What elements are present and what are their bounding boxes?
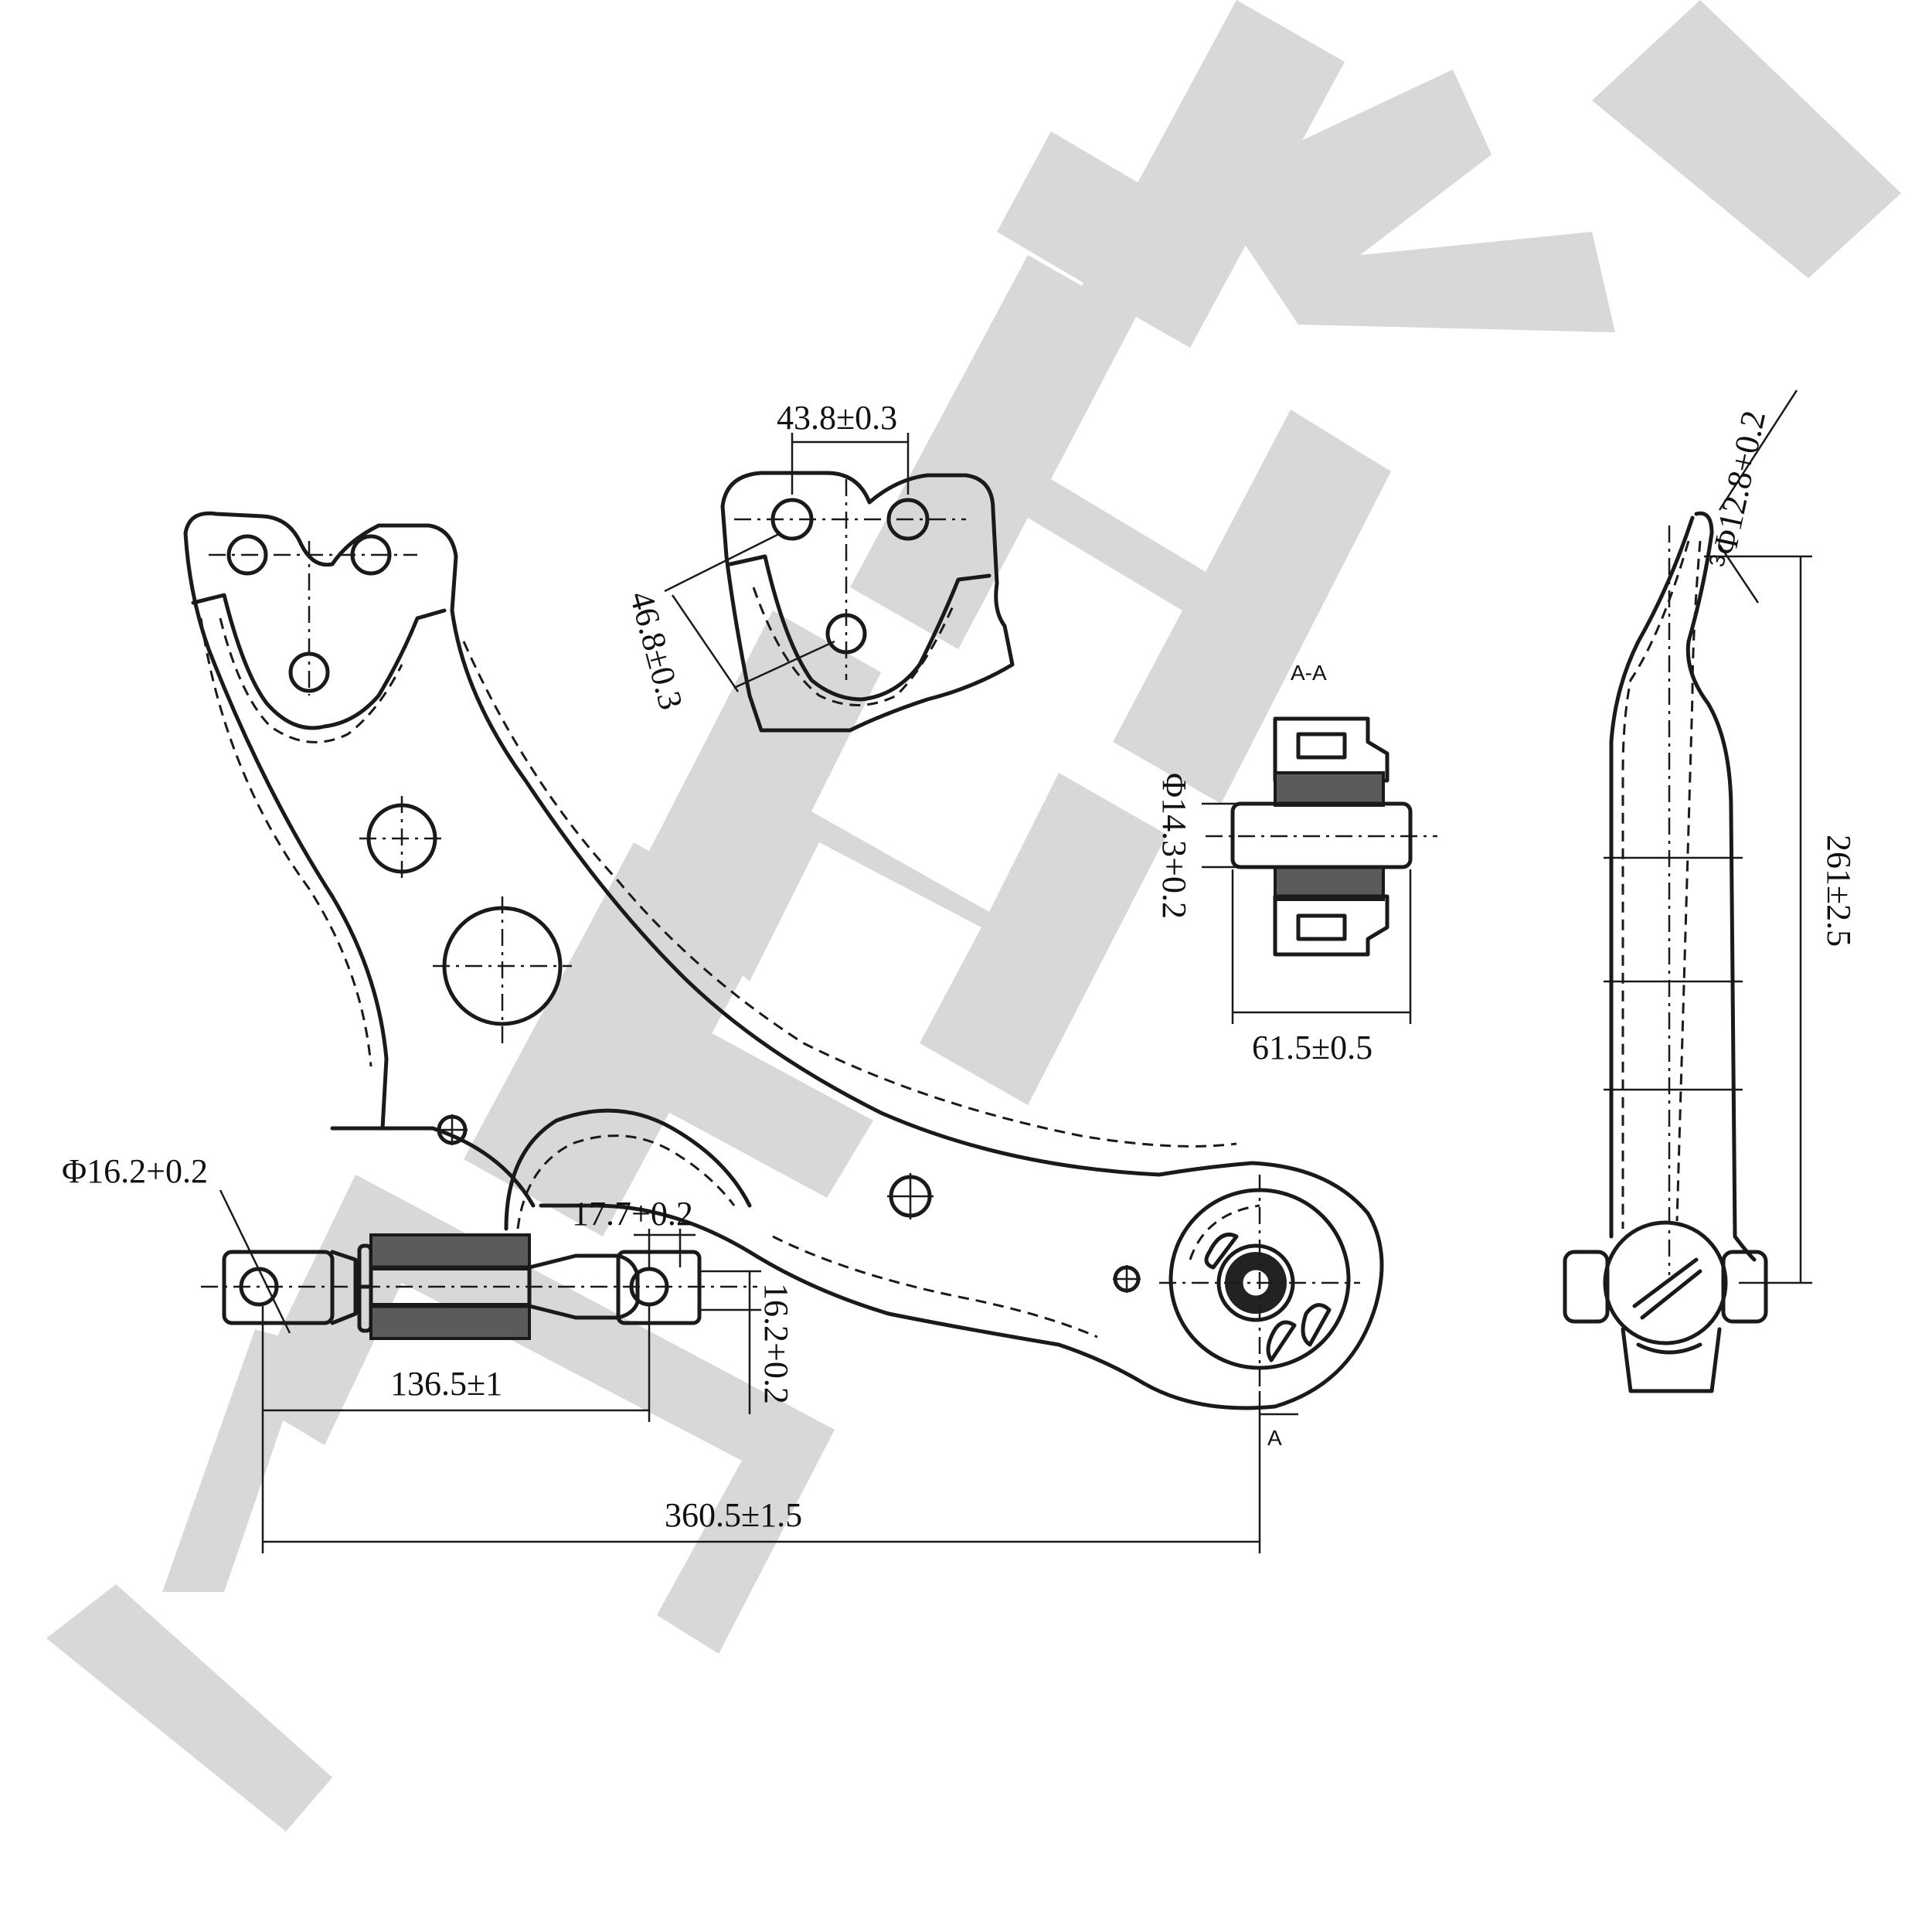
control-arm-main-view: A (183, 511, 1384, 1450)
side-view: 261±2.5 Φ12.8+0.2 3 (1563, 389, 1858, 1393)
dim-pivot-spacing: 136.5±1 (390, 1365, 502, 1403)
section-title: A-A (1291, 661, 1327, 685)
dim-ball-stud-dia: Φ12.8+0.2 (1706, 407, 1773, 558)
dim-bushing-width: 61.5±0.5 (1252, 1029, 1372, 1066)
section-marker-a: A (1267, 1426, 1282, 1450)
front-bushing-assembly: 17.7+0.2 16.2+0.2 Φ16.2+0.2 136.5±1 360.… (62, 1152, 1261, 1553)
dim-bushing-inner-dia: Φ14.3+0.2 (1155, 773, 1193, 919)
dim-front-slot-width: 17.7+0.2 (572, 1195, 693, 1233)
dim-top-hole-spacing: 43.8±0.3 (777, 399, 897, 437)
dim-ball-stud-taper: 3 (1705, 553, 1731, 570)
dim-overall-length: 360.5±1.5 (665, 1496, 802, 1534)
section-a-a-view: A-A Φ14.3+0.2 61.5±0.5 (1155, 661, 1437, 1066)
dim-front-slot-height: 16.2+0.2 (757, 1283, 795, 1404)
dim-front-hole-dia: Φ16.2+0.2 (62, 1152, 208, 1190)
dim-arm-height: 261±2.5 (1820, 835, 1858, 947)
zennek-watermark (46, 0, 1901, 1832)
